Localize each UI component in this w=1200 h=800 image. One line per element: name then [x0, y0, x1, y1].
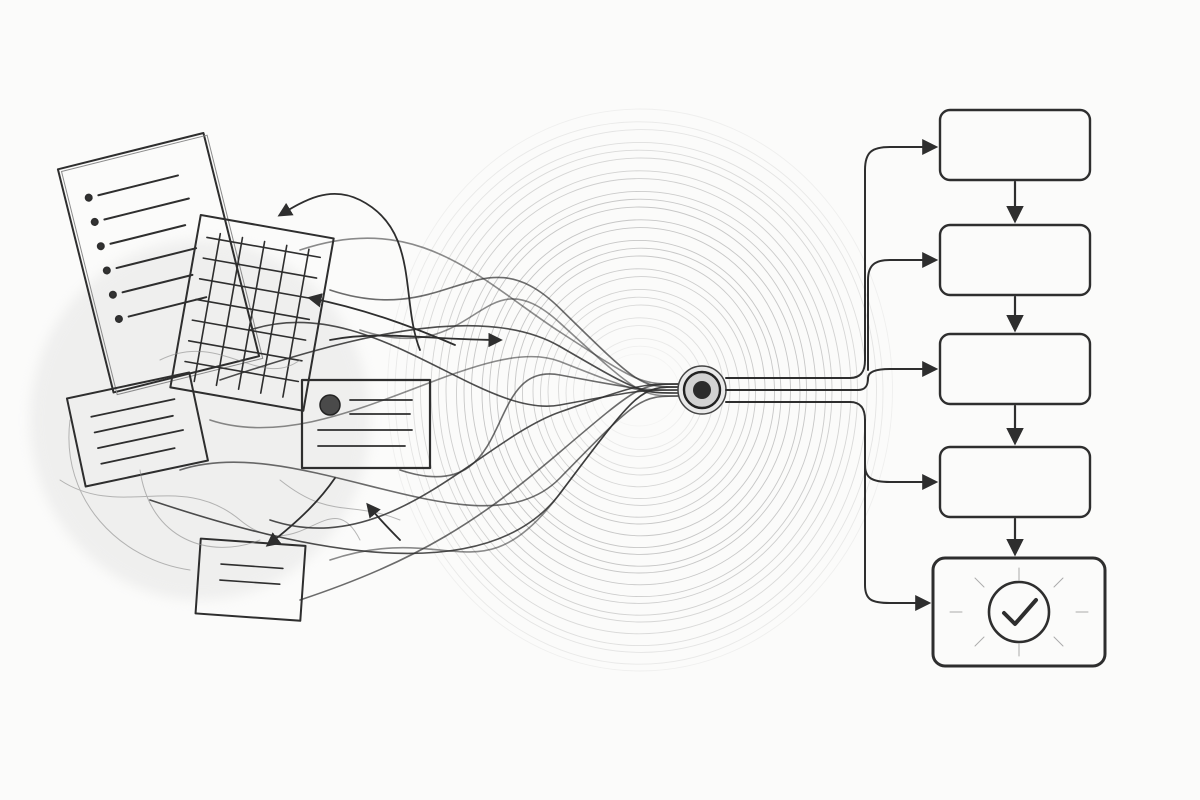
spreadsheet-icon: [169, 214, 335, 412]
arrow-up-from-tangle: [366, 502, 401, 541]
flow-line: [149, 386, 681, 555]
note-card-icon: [65, 371, 209, 488]
pipeline-final-step: [931, 556, 1107, 668]
pipeline-step-3: [938, 332, 1092, 406]
arrow-to-spreadsheet: [307, 293, 456, 346]
pipeline: [931, 108, 1107, 668]
checkmark-icon: [987, 580, 1051, 644]
flow-line: [359, 298, 681, 397]
converging-flow-lines: [149, 237, 681, 601]
output-bus: [725, 139, 939, 611]
pipeline-step-2: [938, 223, 1092, 297]
pipeline-step-1: [938, 108, 1092, 182]
pipeline-step-4: [938, 445, 1092, 519]
flow-line: [179, 395, 681, 507]
arrow-to-hub-path: [329, 332, 503, 348]
arrow-to-small-card: [265, 477, 336, 547]
bus-to-step-3: [867, 361, 939, 379]
arrow-to-document: [277, 192, 421, 351]
bus-to-step-4: [864, 419, 939, 490]
bus-to-step-2: [867, 252, 939, 371]
flow-line: [299, 383, 681, 601]
flow-line: [299, 237, 681, 385]
hub-node-icon: [677, 365, 727, 415]
document-pile: [30, 132, 432, 622]
bus-to-step-1: [864, 139, 939, 361]
flow-line: [269, 383, 681, 529]
bus-to-final: [864, 439, 932, 611]
tangle-arrows: [265, 192, 503, 547]
